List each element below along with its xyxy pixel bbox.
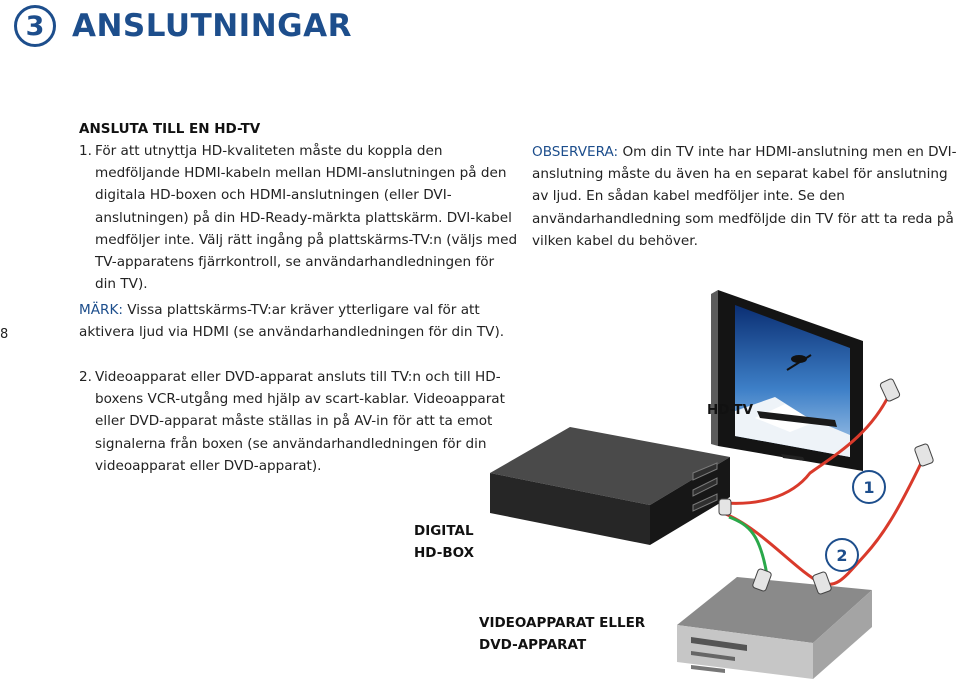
hd-box-label-line-2: HD-BOX: [414, 545, 475, 561]
hdmi-cable-red: [724, 392, 892, 505]
player-label-line-1: VIDEOAPPARAT ELLER: [479, 615, 646, 631]
cable-2-badge: 2: [825, 538, 859, 572]
step-1: 1. För att utnyttja HD-kvaliteten måste …: [79, 140, 519, 295]
hd-box-label: DIGITAL HD-BOX: [414, 520, 474, 564]
player-label: VIDEOAPPARAT ELLER DVD-APPARAT: [479, 612, 645, 656]
observe-paragraph: OBSERVERA: Om din TV inte har HDMI-anslu…: [532, 141, 957, 252]
cable-plugs: [718, 378, 934, 595]
step-2: 2. Videoapparat eller DVD-apparat anslut…: [79, 366, 509, 477]
cable-1-number: 1: [863, 477, 875, 497]
note-text: Vissa plattskärms-TV:ar kräver ytterliga…: [79, 302, 505, 341]
section-number-badge: 3: [14, 5, 56, 47]
player-label-line-2: DVD-APPARAT: [479, 637, 587, 653]
note-paragraph: MÄRK: Vissa plattskärms-TV:ar kräver ytt…: [79, 299, 509, 343]
section-heading: ANSLUTA TILL EN HD-TV: [79, 121, 261, 137]
step-2-number: 2.: [79, 369, 92, 385]
step-1-text: För att utnyttja HD-kvaliteten måste du …: [95, 143, 518, 293]
step-2-text: Videoapparat eller DVD-apparat ansluts t…: [95, 369, 505, 474]
video-player-illustration: [677, 577, 872, 679]
hd-box-illustration: [490, 427, 730, 545]
tv-illustration: [711, 290, 863, 471]
section-number: 3: [25, 10, 45, 42]
page-header: 3 ANSLUTNINGAR: [14, 3, 352, 49]
step-1-number: 1.: [79, 143, 92, 159]
observe-label: OBSERVERA:: [532, 144, 619, 160]
hd-box-label-line-1: DIGITAL: [414, 523, 474, 539]
page-number: 8: [0, 327, 9, 342]
scart-cable-green: [728, 515, 769, 576]
observe-text: Om din TV inte har HDMI-anslutning men e…: [532, 144, 957, 249]
cable-2-number: 2: [836, 545, 848, 565]
skier-icon: [786, 354, 812, 371]
scart-cable-red: [722, 454, 927, 586]
tv-label: HD-TV: [707, 402, 754, 418]
note-label: MÄRK:: [79, 302, 123, 318]
connection-diagram: [490, 290, 934, 679]
page-title: ANSLUTNINGAR: [72, 7, 352, 44]
cable-1-badge: 1: [852, 470, 886, 504]
